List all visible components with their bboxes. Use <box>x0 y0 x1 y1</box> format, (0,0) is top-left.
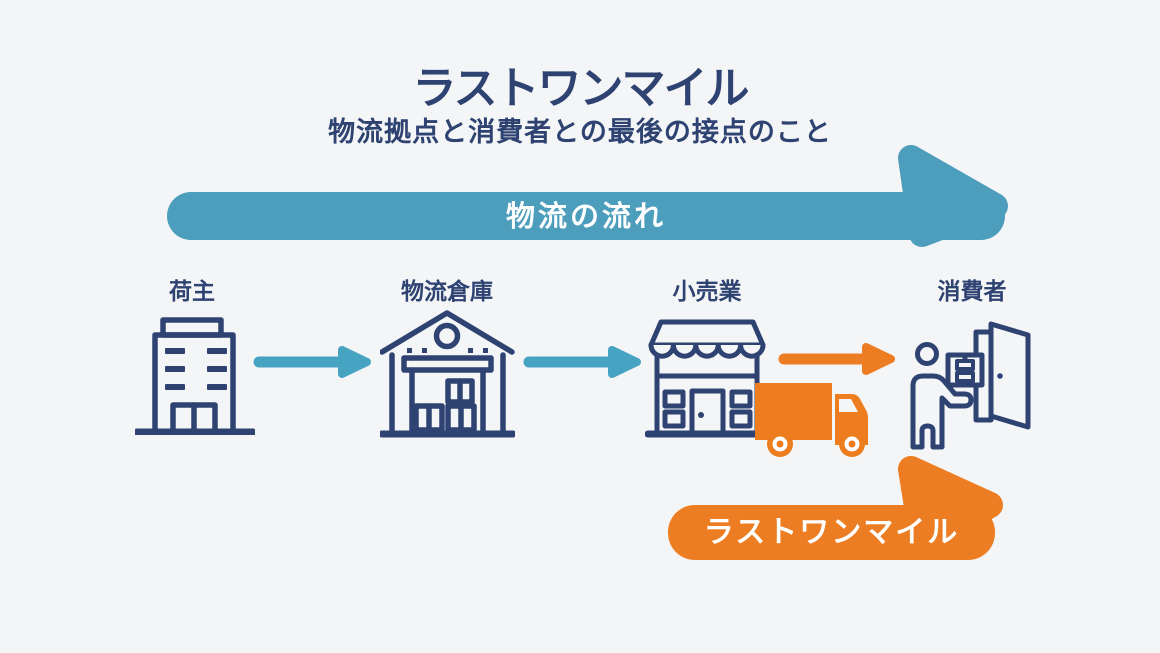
warehouse-icon <box>380 310 515 438</box>
storefront-icon <box>645 319 770 438</box>
flow-banner-arrow <box>167 145 1008 247</box>
node-label-consumer: 消費者 <box>937 279 1007 305</box>
delivery-at-door-icon <box>910 321 1031 450</box>
node-label-retail: 小売業 <box>672 279 742 305</box>
node-label-shipper: 荷主 <box>169 279 215 305</box>
flow-banner-label: 物流の流れ <box>505 199 666 233</box>
node-label-warehouse: 物流倉庫 <box>401 279 493 305</box>
office-building-icon <box>135 317 255 435</box>
lastmile-arrow-icon <box>778 343 895 375</box>
delivery-truck-icon <box>755 383 868 457</box>
lastmile-banner-label: ラストワンマイル <box>703 515 960 550</box>
flow-arrow-icon <box>523 346 641 378</box>
page-subtitle: 物流拠点と消費者との最後の接点のこと <box>328 117 832 148</box>
page-title: ラストワンマイル <box>412 63 749 114</box>
flow-arrow-icon <box>253 346 371 378</box>
lastmile-banner-arrow <box>668 456 1003 560</box>
